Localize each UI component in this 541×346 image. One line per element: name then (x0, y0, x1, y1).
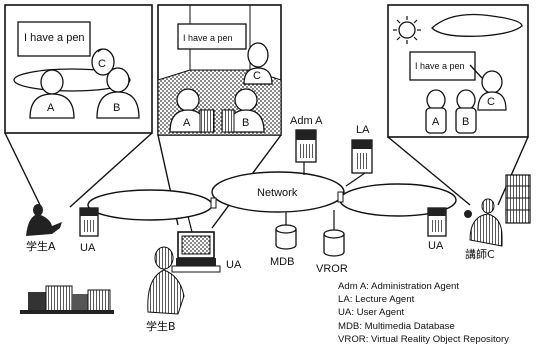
campus-buildings-icon (20, 285, 114, 314)
middle-person-c-label: C (253, 70, 261, 82)
right-person-a-label: A (432, 116, 440, 128)
ua-middle-label: UA (226, 259, 242, 271)
left-person-b-label: B (113, 102, 120, 114)
right-panel: I have a pen C A B (387, 4, 529, 138)
cloud-icon (431, 13, 523, 37)
left-person-c: C (91, 48, 115, 76)
mdb-database-icon: MDB (270, 224, 297, 268)
right-speech-text: I have a pen (415, 61, 465, 71)
adm-a-server: Adm A (290, 115, 323, 163)
central-network-ring (211, 171, 345, 213)
left-network-ring (87, 189, 213, 221)
ua-right-label: UA (428, 240, 444, 252)
student-a-label: 学生A (26, 239, 56, 253)
la-server: LA (351, 124, 373, 174)
middle-speech-text: I have a pen (183, 33, 233, 43)
left-person-b: B (96, 67, 140, 119)
right-person-c-label: C (487, 96, 495, 108)
school-building-icon (505, 174, 531, 224)
network: Network (81, 162, 457, 233)
left-person-a-label: A (47, 102, 55, 114)
vror-database-icon: VROR (316, 229, 348, 275)
network-label: Network (257, 187, 298, 199)
right-person-b: B (455, 89, 477, 134)
lecturer-c-figure: 講師C (464, 198, 503, 261)
middle-person-c: C (243, 42, 273, 85)
middle-person-b: B (221, 88, 265, 133)
legend-item: VROR: Virtual Reality Object Repository (338, 333, 509, 345)
ua-right-server: UA (427, 207, 447, 252)
middle-person-a: A (169, 88, 215, 133)
student-b-label: 学生B (146, 319, 176, 333)
student-a-figure: 学生A (26, 204, 62, 253)
legend-item: UA: User Agent (338, 307, 405, 319)
middle-panel: I have a pen C A B (157, 4, 282, 136)
left-panel: I have a pen C A B (4, 4, 153, 134)
mdb-label: MDB (270, 256, 294, 268)
la-label: LA (356, 124, 370, 136)
legend: Adm A: Administration Agent LA: Lecture … (338, 280, 538, 346)
student-b-figure: 学生B UA (146, 231, 242, 333)
legend-item: Adm A: Administration Agent (338, 281, 460, 292)
vror-label: VROR (316, 263, 348, 275)
left-person-c-label: C (98, 58, 106, 70)
left-person-a: A (29, 69, 75, 119)
sun-icon (393, 16, 421, 44)
middle-person-a-label: A (183, 117, 191, 129)
middle-person-b-label: B (242, 117, 249, 129)
right-person-c: C (469, 64, 507, 111)
ua-left-server: UA (79, 207, 99, 254)
lecturer-c-label: 講師C (465, 247, 495, 261)
ua-left-label: UA (80, 242, 96, 254)
legend-item: LA: Lecture Agent (338, 294, 415, 306)
legend-item: MDB: Multimedia Database (338, 320, 455, 332)
adm-a-label: Adm A (290, 115, 323, 127)
left-speech-text: I have a pen (24, 32, 85, 44)
right-person-b-label: B (462, 116, 469, 128)
right-person-a: A (425, 89, 447, 134)
